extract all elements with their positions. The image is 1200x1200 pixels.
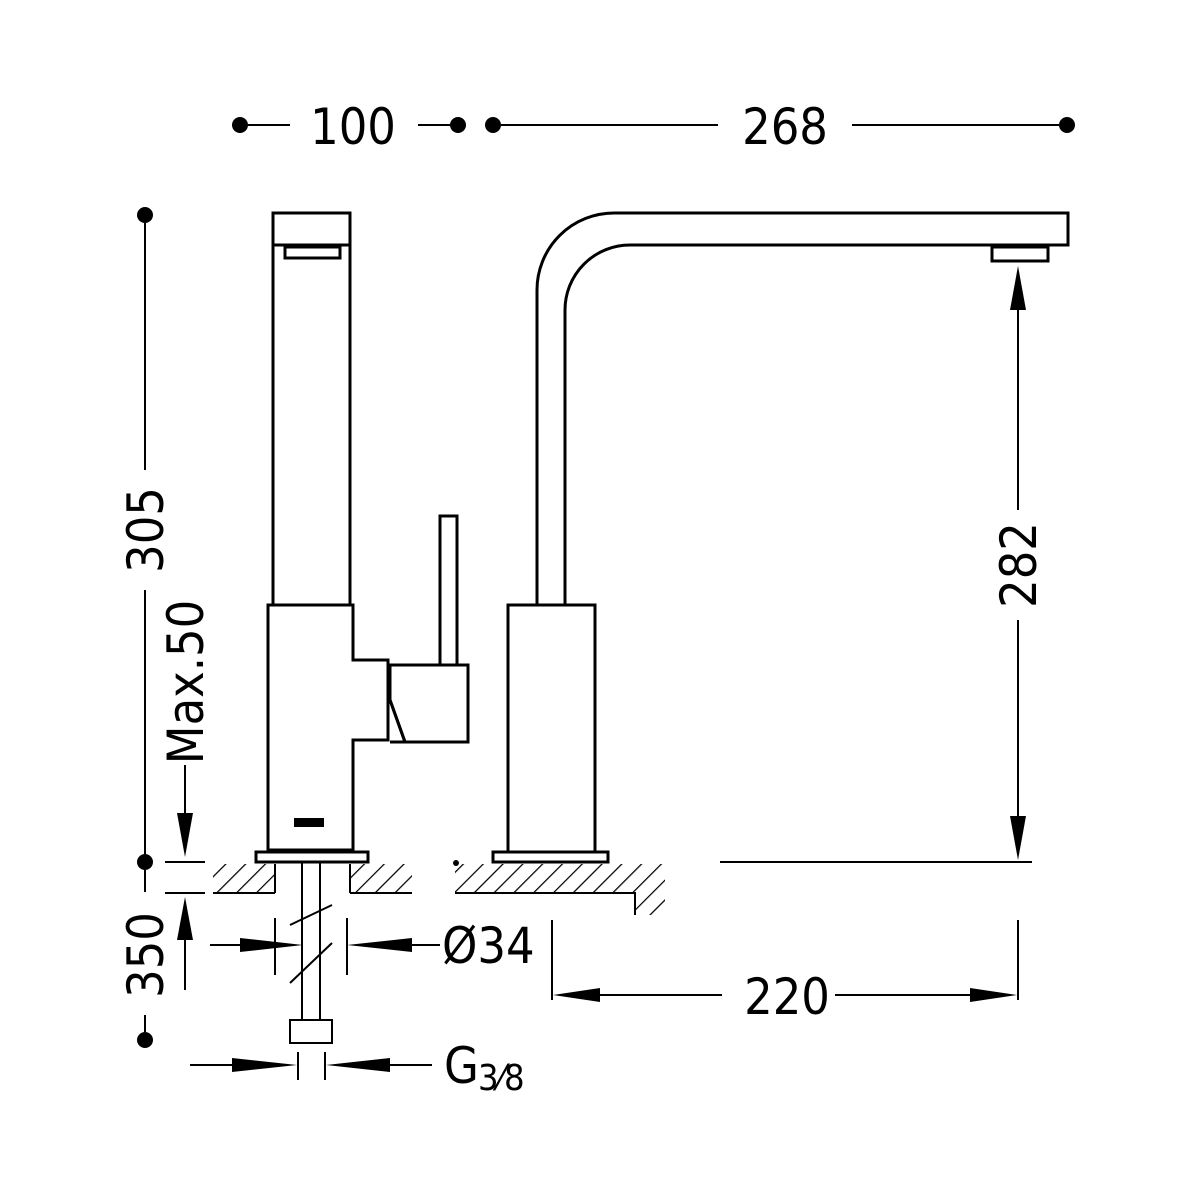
- dimension-305: 305: [117, 207, 175, 870]
- dimension-label: 268: [742, 98, 828, 156]
- dimension-fraction: 3⁄8: [478, 1058, 525, 1099]
- dimension-label: G: [444, 1037, 479, 1095]
- brand-logo: [294, 818, 324, 827]
- dimension-diameter-34: Ø34: [210, 917, 535, 975]
- dimension-350: 350: [117, 870, 175, 1048]
- dimension-label: 100: [310, 98, 396, 156]
- countertop-section: [213, 860, 665, 915]
- dimension-label: Ø34: [442, 917, 535, 975]
- dimension-100: 100: [232, 98, 466, 156]
- dimension-label: 220: [744, 968, 830, 1026]
- dimension-max-50: Max.50: [157, 600, 215, 990]
- faucet-side-view: [254, 211, 470, 864]
- dimension-label: 305: [117, 487, 175, 573]
- dimension-268: 268: [485, 98, 1075, 156]
- faucet-front-view: [491, 211, 1070, 864]
- dimension-label: 350: [117, 912, 175, 998]
- dimension-thread-g38: G 3⁄8: [190, 1037, 525, 1099]
- supply-hose: [289, 862, 333, 1044]
- dimension-label: 282: [990, 522, 1048, 608]
- dimension-label: Max.50: [157, 600, 215, 765]
- dimension-220: 220: [551, 920, 1019, 1026]
- dimension-282: 282: [720, 266, 1048, 863]
